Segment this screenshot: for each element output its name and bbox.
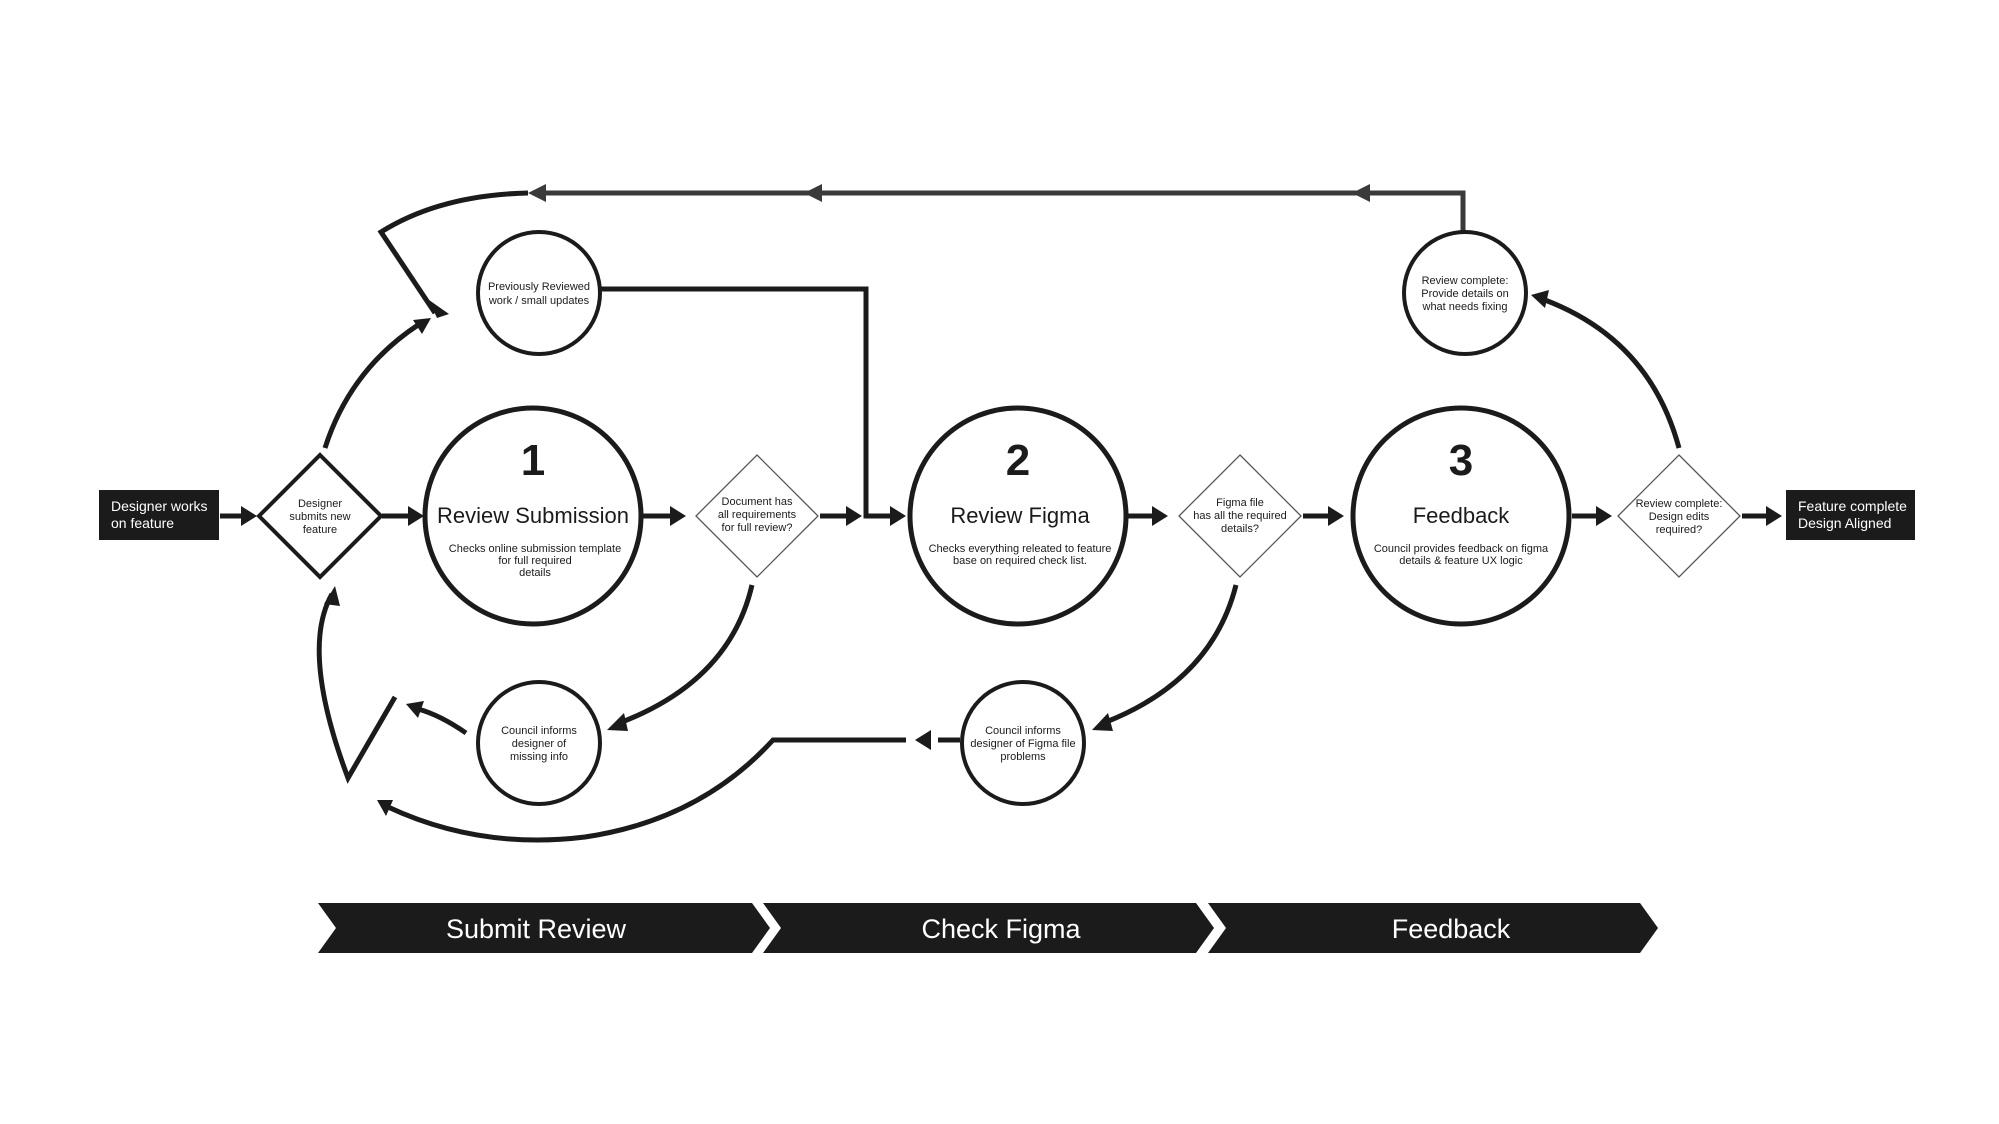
previously-reviewed-line-2: work / small updates [488, 295, 590, 307]
arrow-submit-to-stage-1-head [408, 506, 424, 526]
return-to-previously-reviewed-line [377, 190, 529, 315]
inform-missing-line-1: Council informs [501, 725, 577, 737]
arrow-stage-2-to-figma-file-head [1152, 506, 1168, 526]
stage-2-review-figma [907, 405, 1129, 627]
stage-2-number: 2 [1006, 436, 1030, 485]
review-fixing-line-2: Provide details on [1421, 288, 1508, 300]
arrow-figma-file-to-stage-3-head [1328, 506, 1344, 526]
stage-2-title: Review Figma [950, 503, 1090, 528]
arrow-document-to-inform-missing [621, 584, 755, 725]
decision-figma-line-3: details? [1221, 523, 1259, 535]
arrow-previously-reviewed-to-stage-2 [601, 286, 891, 519]
arrow-start-to-submit-head [241, 506, 257, 526]
decision-figma-file-details [1178, 454, 1302, 578]
node-council-informs-figma [960, 680, 1086, 806]
arrow-stage-3-to-review-complete-head [1596, 506, 1612, 526]
arrow-inform-missing-left [417, 706, 468, 736]
start-box [99, 490, 219, 540]
stage-3-title: Feedback [1413, 503, 1511, 528]
top-loop-arrow-left [528, 184, 546, 202]
arrow-previously-reviewed-to-stage-2-head [890, 506, 906, 526]
phase-check-figma-label: Check Figma [921, 914, 1081, 944]
decision-document-line-3: for full review? [722, 522, 793, 534]
decision-review-complete [1617, 454, 1741, 578]
stage-1-review-submission [422, 405, 644, 627]
decision-document-line-2: all requirements [718, 509, 797, 521]
stage-1-title: Review Submission [437, 503, 629, 528]
arrow-inform-figma-left-head [915, 730, 931, 750]
end-box [1786, 490, 1915, 540]
decision-submit-line-2: submits new [289, 511, 350, 523]
top-loop-arrow-mid [804, 184, 822, 202]
decision-submit-line-3: feature [303, 524, 337, 536]
stage-3-desc-line-1: Council provides feedback on figma [1374, 543, 1549, 555]
decision-review-line-2: Design edits [1649, 511, 1710, 523]
arrow-submit-to-previously-reviewed-head [413, 318, 431, 334]
decision-figma-line-1: Figma file [1216, 497, 1264, 509]
arrow-figma-file-to-inform-figma [1105, 584, 1239, 725]
stage-2-desc-line-2: base on required check list. [953, 555, 1087, 567]
top-loop-line [545, 190, 1466, 233]
end-box-line-1: Feature complete [1798, 498, 1907, 514]
phase-chevron-submit-review [318, 903, 770, 953]
return-to-previously-reviewed-arrow [429, 300, 449, 318]
stage-1-desc-line-2: for full required [498, 555, 571, 567]
stage-3-desc-line-2: details & feature UX logic [1399, 555, 1523, 567]
inform-missing-line-2: designer of [512, 738, 567, 750]
end-box-line-2: Design Aligned [1798, 515, 1891, 531]
decision-review-line-1: Review complete: [1636, 498, 1723, 510]
arrow-figma-file-to-inform-figma-head [1092, 713, 1113, 731]
figma-problems-return-head [377, 800, 393, 816]
phase-submit-review-label: Submit Review [446, 914, 627, 944]
decision-submit-new-feature [256, 452, 384, 580]
phase-chevron-feedback [1208, 903, 1658, 953]
inform-missing-line-3: missing info [510, 751, 568, 763]
arrow-submit-to-previously-reviewed [322, 322, 420, 449]
stage-2-desc-line-1: Checks everything releated to feature [929, 543, 1112, 555]
decision-document-requirements [695, 454, 819, 578]
review-fixing-line-3: what needs fixing [1422, 301, 1508, 313]
arrow-review-complete-to-fixing-head [1531, 290, 1549, 308]
loop-back-to-submit-line [316, 592, 398, 784]
loop-back-to-submit-head [324, 586, 340, 606]
decision-review-line-3: required? [1656, 524, 1702, 536]
review-fixing-line-1: Review complete: [1422, 275, 1509, 287]
inform-figma-line-1: Council informs [985, 725, 1061, 737]
stage-3-number: 3 [1449, 436, 1473, 485]
start-box-line-1: Designer works [111, 498, 207, 514]
previously-reviewed-line-1: Previously Reviewed [488, 281, 590, 293]
figma-problems-return-line [386, 737, 906, 843]
decision-submit-line-1: Designer [298, 498, 342, 510]
top-loop-arrow-right [1352, 184, 1370, 202]
arrow-stage-1-to-document-head [670, 506, 686, 526]
phase-feedback-label: Feedback [1392, 914, 1511, 944]
arrow-document-to-stage-2-head [846, 506, 862, 526]
stage-1-number: 1 [521, 436, 545, 485]
stage-3-feedback [1350, 405, 1572, 627]
node-review-fixing [1402, 230, 1528, 356]
phase-chevron-check-figma [763, 903, 1214, 953]
stage-1-desc-line-3: details [519, 567, 551, 579]
node-council-informs-missing [476, 680, 602, 806]
arrow-document-to-inform-missing-head [607, 713, 628, 731]
inform-figma-line-2: designer of Figma file [970, 738, 1075, 750]
stage-1-desc-line-1: Checks online submission template [449, 543, 621, 555]
arrow-review-complete-to-fixing [1544, 297, 1682, 449]
decision-document-line-1: Document has [722, 496, 793, 508]
arrow-review-complete-to-end-head [1766, 506, 1782, 526]
start-box-line-2: on feature [111, 515, 174, 531]
arrow-inform-missing-left-head [406, 701, 424, 718]
inform-figma-line-3: problems [1000, 751, 1046, 763]
decision-figma-line-2: has all the required [1193, 510, 1287, 522]
node-previously-reviewed [476, 230, 602, 356]
